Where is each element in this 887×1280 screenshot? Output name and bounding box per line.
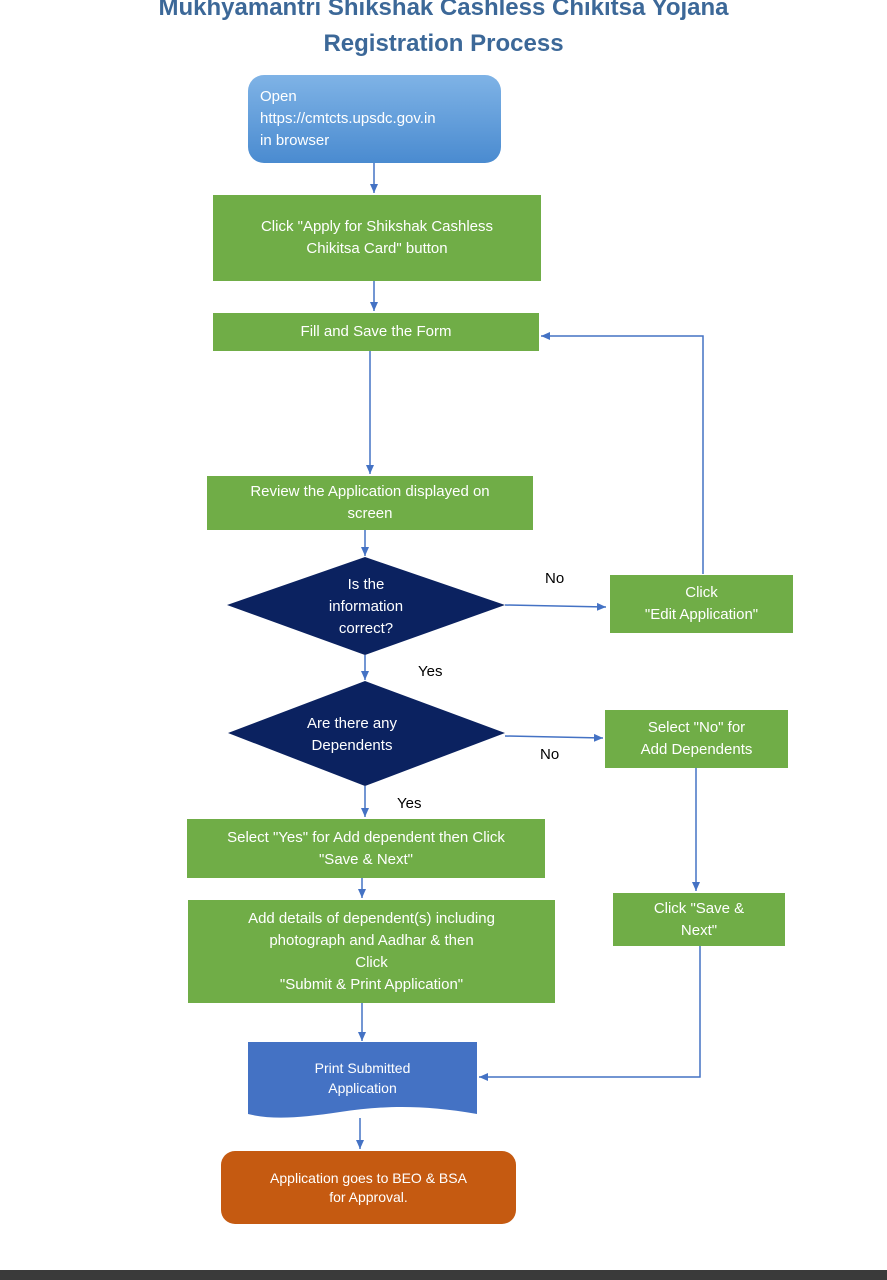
start-terminal-shape — [248, 75, 501, 163]
process-select-yes-dependents: Select "Yes" for Add dependent then Clic… — [187, 819, 545, 878]
bottom-bar — [0, 1270, 887, 1280]
edge-label-dependents-yes: Yes — [397, 795, 422, 812]
edge-label-dependents-no: No — [540, 746, 560, 763]
edge-label-info-no: No — [545, 570, 565, 587]
arrow-decision-to-edit — [504, 602, 607, 611]
print-document-shape — [248, 1042, 477, 1118]
process-select-no-dependents: Select "No" for Add Dependents — [605, 710, 788, 768]
start-open-website: Open https://cmtcts.upsdc.gov.in in brow… — [260, 88, 436, 149]
process-fill-save-form: Fill and Save the Form — [213, 313, 539, 351]
end-terminal-shape — [221, 1151, 516, 1224]
end-approval: Application goes to BEO & BSA for Approv… — [270, 1169, 467, 1205]
diagram-title: Mukhyamantri Shikshak Cashless Chikitsa … — [158, 0, 729, 21]
process-click-save-next: Click "Save & Next" — [613, 893, 785, 946]
arrow-edit-back-to-fill — [541, 332, 704, 574]
process-apply-button: Click "Apply for Shikshak Cashless Chiki… — [213, 195, 541, 281]
decision-any-dependents-shape — [228, 681, 505, 786]
decision-information-correct-shape — [227, 557, 505, 655]
arrow-dependents-to-select-no — [504, 733, 604, 742]
edge-label-info-yes: Yes — [418, 663, 443, 680]
process-add-dependent-details: Add details of dependent(s) including ph… — [188, 900, 555, 1003]
diagram-subtitle: Registration Process — [323, 30, 564, 57]
document-print-application: Print Submitted Application — [314, 1060, 411, 1096]
decision-any-dependents: Are there any Dependents — [306, 715, 398, 754]
process-review-application: Review the Application displayed on scre… — [207, 476, 533, 530]
process-edit-application: Click "Edit Application" — [610, 575, 793, 633]
decision-information-correct: Is the information correct? — [328, 576, 404, 637]
arrow-save-next-to-print — [479, 946, 701, 1081]
